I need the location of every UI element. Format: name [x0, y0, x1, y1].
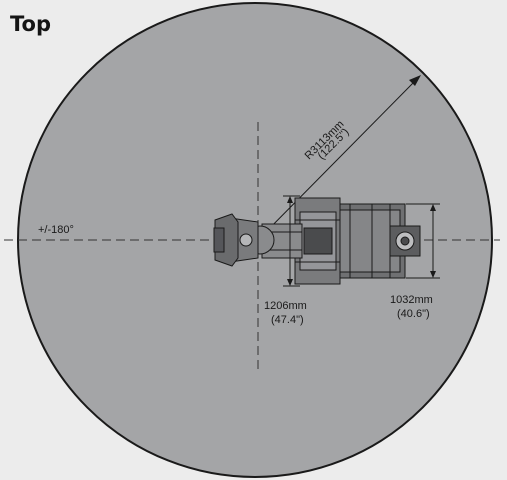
base-imperial-label: (40.6") [397, 308, 430, 320]
base-metric-label: 1032mm [390, 294, 433, 306]
width-imperial-label: (47.4") [271, 314, 304, 326]
width-metric-label: 1206mm [264, 300, 307, 312]
rotation-label: +/-180° [38, 224, 74, 236]
view-title: Top [10, 12, 51, 36]
base-dimension-lines [406, 203, 440, 279]
radius-dimension-arrow [257, 75, 421, 241]
robot-top-view [213, 197, 421, 285]
width-dimension-lines [283, 195, 300, 287]
